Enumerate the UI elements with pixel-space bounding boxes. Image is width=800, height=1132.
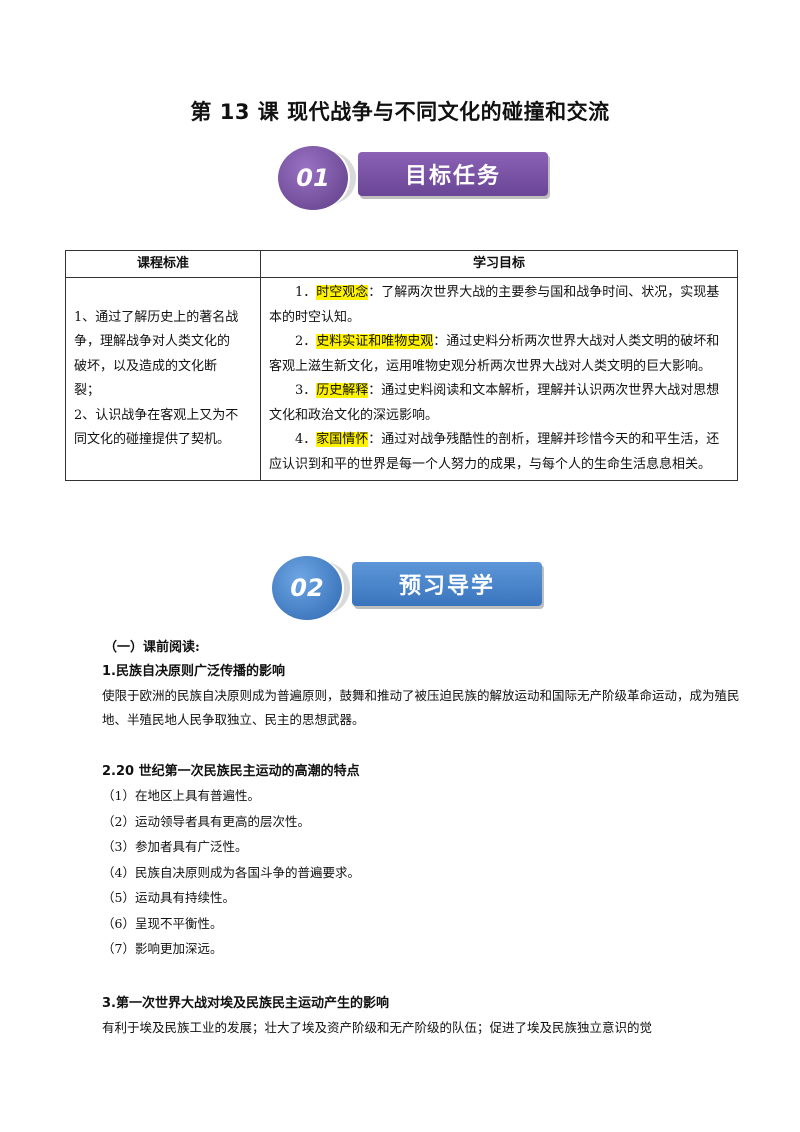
section-label: 目标任务 [358, 152, 548, 196]
curriculum-standard-cell: 1、通过了解历史上的著名战 争，理解战争对人类文化的 破坏，以及造成的文化断 裂… [65, 277, 261, 481]
feature-list: （1）在地区上具有普遍性。 （2）运动领导者具有更高的层次性。 （3）参加者具有… [102, 783, 360, 962]
goal-item: 1．时空观念：了解两次世界大战的主要参与国和战争时间、状况，实现基本的时空认知。 [269, 285, 720, 325]
standard-line: 争，理解战争对人类文化的 [74, 334, 231, 349]
goal-item: 3．历史解释：通过史料阅读和文本解析，理解并认识两次世界大战对思想文化和政治文化… [269, 383, 720, 423]
subsection-label: （一）课前阅读: [104, 640, 200, 655]
standard-line: 同文化的碰撞提供了契机。 [74, 432, 231, 447]
list-item: （6）呈现不平衡性。 [102, 915, 223, 931]
goal-keyword: 家国情怀 [316, 432, 369, 447]
list-item: （1）在地区上具有普遍性。 [102, 788, 260, 803]
goal-item: 4．家国情怀：通过对战争残酷性的剖析，理解并珍惜今天的和平生活，还应认识到和平的… [269, 432, 720, 472]
standard-line: 破坏，以及造成的文化断 [74, 358, 218, 374]
item-paragraph: 有利于埃及民族工业的发展；壮大了埃及资产阶级和无产阶级的队伍；促进了埃及民族独立… [102, 1020, 653, 1035]
list-item: （5）运动具有持续性。 [102, 890, 235, 905]
section-number-badge: 01 [278, 146, 356, 210]
header-standard: 课程标准 [65, 250, 261, 278]
standard-line: 1、通过了解历史上的著名战 [74, 309, 239, 325]
item-heading: 1.民族自决原则广泛传播的影响 [102, 664, 285, 679]
item-paragraph: 使限于欧洲的民族自决原则成为普遍原则，鼓舞和推动了被压迫民族的解放运动和国际无产… [102, 688, 740, 727]
item-heading: 3.第一次世界大战对埃及民族民主运动产生的影响 [102, 996, 389, 1011]
header-goals: 学习目标 [260, 250, 738, 278]
goal-keyword: 史料实证和唯物史观 [316, 334, 434, 349]
section-number-badge: 02 [272, 556, 350, 620]
goal-item: 2．史料实证和唯物史观：通过史料分析两次世界大战对人类文明的破坏和客观上滋生新文… [269, 334, 720, 374]
goals-table: 课程标准 学习目标 1、通过了解历史上的著名战 争，理解战争对人类文化的 破坏，… [65, 250, 738, 481]
table-header-row: 课程标准 学习目标 [65, 250, 738, 278]
goal-keyword: 历史解释 [316, 383, 369, 398]
list-item: （7）影响更加深远。 [102, 941, 223, 956]
goal-keyword: 时空观念 [316, 285, 369, 300]
lesson-title: 第 13 课 现代战争与不同文化的碰撞和交流 [190, 100, 610, 124]
list-item: （3）参加者具有广泛性。 [102, 839, 248, 854]
section-label: 预习导学 [352, 562, 542, 606]
list-item: （2）运动领导者具有更高的层次性。 [102, 813, 310, 829]
standard-line: 裂； [74, 383, 101, 398]
table-row: 1、通过了解历史上的著名战 争，理解战争对人类文化的 破坏，以及造成的文化断 裂… [65, 277, 738, 481]
list-item: （4）民族自决原则成为各国斗争的普遍要求。 [102, 864, 360, 880]
learning-goals-cell: 1．时空观念：了解两次世界大战的主要参与国和战争时间、状况，实现基本的时空认知。… [260, 277, 738, 481]
standard-line: 2、认识战争在客观上又为不 [74, 407, 239, 423]
item-heading: 2.20 世纪第一次民族民主运动的高潮的特点 [102, 764, 360, 779]
